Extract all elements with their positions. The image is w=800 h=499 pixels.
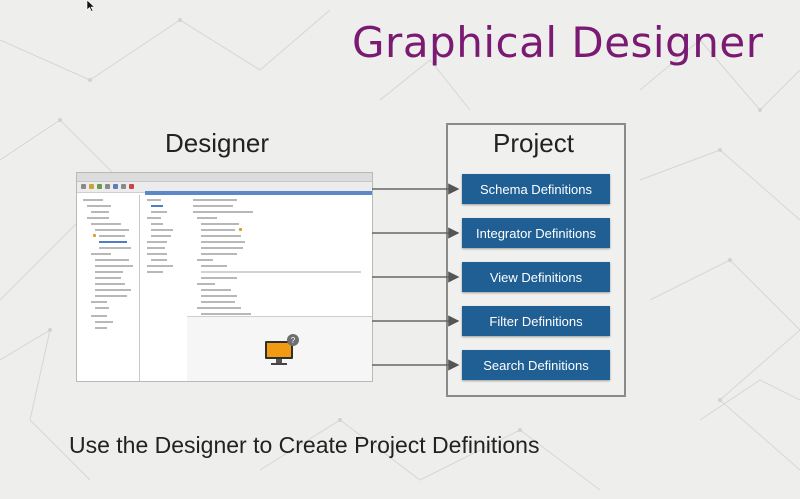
- filter-definitions-button[interactable]: Filter Definitions: [462, 306, 610, 336]
- slide-caption: Use the Designer to Create Project Defin…: [69, 432, 540, 458]
- toolbar-icon: [121, 184, 126, 189]
- mouse-cursor-icon: [86, 0, 96, 12]
- svg-text:?: ?: [291, 336, 296, 345]
- question-badge-icon: [287, 334, 299, 346]
- schema-definitions-button[interactable]: Schema Definitions: [462, 174, 610, 204]
- integrator-definitions-button[interactable]: Integrator Definitions: [462, 218, 610, 248]
- selected-tab-bar: [145, 191, 372, 195]
- window-titlebar: [77, 173, 372, 182]
- designer-label: Designer: [165, 128, 270, 158]
- search-definitions-button[interactable]: Search Definitions: [462, 350, 610, 380]
- toolbar-icon: [89, 184, 94, 189]
- toolbar-icon: [105, 184, 110, 189]
- toolbar-icon: [97, 184, 102, 189]
- project-label: Project: [493, 128, 574, 158]
- monitor-icon: ?: [265, 334, 299, 365]
- tree-pane-middle: [143, 195, 188, 381]
- view-definitions-button[interactable]: View Definitions: [462, 262, 610, 292]
- toolbar-icon: [81, 184, 86, 189]
- designer-screenshot: ?: [76, 172, 373, 382]
- tree-pane-left: [77, 195, 140, 381]
- slide-title: Graphical Designer: [352, 18, 764, 67]
- toolbar-icon: [113, 184, 118, 189]
- toolbar-icon: [129, 184, 134, 189]
